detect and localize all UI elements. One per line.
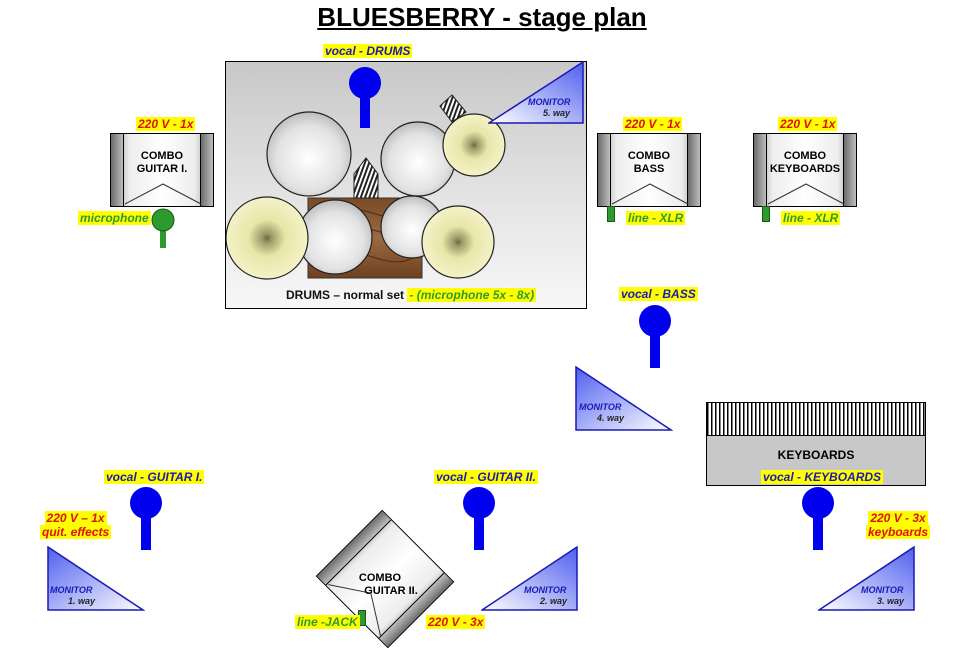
monitor-5-way: 5. way [543,108,571,118]
monitor-4-label: MONITOR 4. way [579,402,624,424]
drum-kit [226,94,506,280]
vocal-keys-label: vocal - KEYBOARDS [761,470,884,484]
cymbal-right [421,205,495,279]
guitar1-microphone-icon [151,208,175,248]
keyboards-label: KEYBOARDS [777,448,855,462]
monitor-4-word: MONITOR [579,402,622,412]
monitor-2-word: MONITOR [524,585,567,595]
vocal-drums-name: DRUMS [366,44,411,58]
drums-set-label: DRUMS – normal set [286,288,405,302]
vocal-guitar1-label: vocal - GUITAR I. [104,470,205,484]
tom-right [380,121,456,197]
power-keys-line2: keyboards [866,525,931,539]
power-keys-line1: 220 V - 3x [868,511,928,525]
vocal-drums-prefix: vocal [325,44,356,58]
vocal-guitar2-label: vocal - GUITAR II. [434,470,538,484]
monitor-4-wedge [575,366,673,431]
combo-bass-conn: line - XLR [626,211,686,225]
combo-guitar1-power: 220 V - 1x [136,117,196,131]
monitor-2-label: MONITOR 2. way [524,585,567,607]
page-title: BLUESBERRY - stage plan [317,2,647,32]
power-guitar1-line2: quit. effects [40,525,112,539]
snare [297,199,373,275]
monitor-5-wedge [488,61,584,124]
monitor-4-way: 4. way [597,413,625,423]
vocal-keys-prefix: vocal [763,470,794,484]
monitor-5-label: MONITOR 5. way [528,97,570,119]
power-guitar1-line1: 220 V – 1x [44,511,107,525]
keyboard-keys [707,403,925,436]
cymbal-hihat [442,113,506,177]
combo-guitar2-text: COMBO GUITAR II. [344,572,428,598]
keys-jack-icon [762,206,770,222]
drums-mic-note: - (microphone 5x - 8x) [407,288,537,302]
combo-bass-line1: COMBO [627,150,671,162]
vocal-bass-name: BASS [662,287,696,301]
combo-keys-line2: KEYBOARDS [769,163,841,175]
vocal-guitar1-mic-icon [130,487,162,550]
bass-jack-icon [607,206,615,222]
monitor-2-wedge [481,546,578,611]
vocal-guitar1-prefix: vocal [106,470,137,484]
vocal-bass-mic-icon [639,305,671,368]
vocal-drums-mic-icon [349,67,381,128]
combo-guitar2-line1: COMBO [358,572,402,584]
combo-guitar2 [315,509,455,649]
monitor-5-word: MONITOR [528,97,571,107]
combo-keys-conn: line - XLR [781,211,841,225]
combo-bass-line2: BASS [633,163,665,175]
monitor-3-word: MONITOR [861,585,904,595]
monitor-3-label: MONITOR 3. way [861,585,904,607]
power-keys-label: 220 V - 3x keyboards [866,511,931,539]
vocal-keys-name: KEYBOARDS [804,470,882,484]
vocal-drums-label: vocal - DRUMS [323,44,413,58]
combo-keys-power: 220 V - 1x [778,117,838,131]
combo-guitar1-line1: COMBO [140,150,184,162]
vocal-guitar2-name: GUITAR II. [477,470,536,484]
combo-bass-power: 220 V - 1x [623,117,683,131]
monitor-1-wedge [47,546,145,611]
combo-guitar1-line2: GUITAR I. [136,163,188,175]
monitor-3-way: 3. way [877,596,905,606]
vocal-guitar2-prefix: vocal [436,470,467,484]
combo-guitar2-power: 220 V - 3x [426,615,486,629]
combo-guitar1-mic-label: microphone [78,211,151,225]
combo-keys-line1: COMBO [783,150,827,162]
tom-left [266,111,352,197]
vocal-bass-label: vocal - BASS [619,287,698,301]
monitor-1-word: MONITOR [50,585,93,595]
vocal-keys-mic-icon [802,487,834,550]
drum-mic-center [353,157,379,199]
monitor-3-wedge [818,546,915,611]
cymbal-left [226,196,309,280]
vocal-guitar2-mic-icon [463,487,495,550]
drum-mic-top [439,94,467,123]
power-guitar1-label: 220 V – 1x quit. effects [40,511,112,539]
combo-guitar2-line2: GUITAR II. [364,585,418,597]
vocal-guitar1-name: GUITAR I. [147,470,203,484]
vocal-bass-prefix: vocal [621,287,652,301]
monitor-2-way: 2. way [540,596,568,606]
monitor-1-label: MONITOR 1. way [50,585,95,607]
monitor-1-way: 1. way [68,596,96,606]
combo-guitar2-conn: line -JACK [295,615,360,629]
keyboards-instrument: KEYBOARDS [706,402,926,486]
